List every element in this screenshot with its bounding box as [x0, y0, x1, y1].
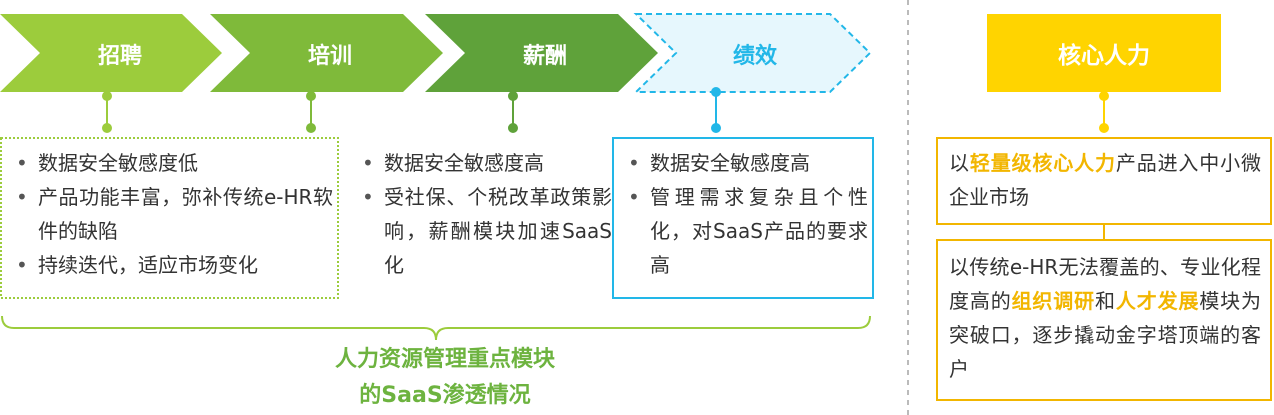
connector-recruit [102, 91, 112, 133]
core2-highlight-1: 组织调研 [1011, 289, 1096, 313]
arrow-performance [633, 13, 872, 93]
list-item: 数据安全敏感度低 [8, 146, 333, 180]
box-core2-border [936, 239, 1272, 401]
connector-training [306, 91, 316, 133]
list-item: 产品功能丰富，弥补传统e-HR软件的缺陷 [8, 180, 333, 248]
core2-text-1: 以传统e-HR无法覆盖的、专业化程度高的 [949, 255, 1261, 313]
connector-core [1099, 91, 1109, 133]
connector-performance [711, 87, 721, 133]
list-item: 数据安全敏感度高 [354, 146, 612, 180]
arrow-salary [425, 14, 658, 92]
brace [1, 315, 871, 341]
core1-highlight: 轻量级核心人力 [969, 151, 1116, 175]
module-label-performance: 绩效 [732, 44, 777, 69]
box-salary: 数据安全敏感度高 受社保、个税改革政策影响，薪酬模块加速SaaS化 [354, 146, 612, 282]
core2-text-3: 模块为突破口，逐步撬动金字塔顶端的客户 [949, 289, 1262, 381]
arrow-training [210, 14, 443, 92]
core-title: 核心人力 [987, 14, 1221, 92]
core2-highlight-2: 人才发展 [1115, 289, 1200, 313]
module-label-recruit: 招聘 [97, 44, 142, 69]
box-core-2: 以传统e-HR无法覆盖的、专业化程度高的组织调研和人才发展模块为突破口，逐步撬动… [949, 250, 1261, 386]
box-core1-border [936, 137, 1272, 225]
core1-text-1: 以 [949, 151, 970, 175]
connector-salary [508, 91, 518, 133]
caption-line1: 人力资源管理重点模块 [334, 347, 555, 372]
box-performance-border [612, 137, 874, 299]
list-item: 受社保、个税改革政策影响，薪酬模块加速SaaS化 [354, 180, 612, 282]
module-label-salary: 薪酬 [522, 44, 567, 69]
core2-text-2: 和 [1095, 289, 1116, 313]
box-recruit-training: 数据安全敏感度低 产品功能丰富，弥补传统e-HR软件的缺陷 持续迭代，适应市场变… [8, 146, 333, 282]
caption-line2: 的SaaS渗透情况 [359, 383, 531, 408]
list-item: 数据安全敏感度高 [620, 146, 868, 180]
box-recruit-training-border [0, 137, 339, 299]
module-label-training: 培训 [307, 44, 352, 69]
box-performance: 数据安全敏感度高 管理需求复杂且个性化，对SaaS产品的要求高 [620, 146, 868, 282]
arrow-recruit [0, 14, 222, 92]
box-core-1: 以轻量级核心人力产品进入中小微企业市场 [949, 146, 1261, 214]
list-item: 持续迭代，适应市场变化 [8, 248, 333, 282]
core1-text-2: 产品进入中小微企业市场 [949, 151, 1262, 209]
list-item: 管理需求复杂且个性化，对SaaS产品的要求高 [620, 180, 868, 282]
